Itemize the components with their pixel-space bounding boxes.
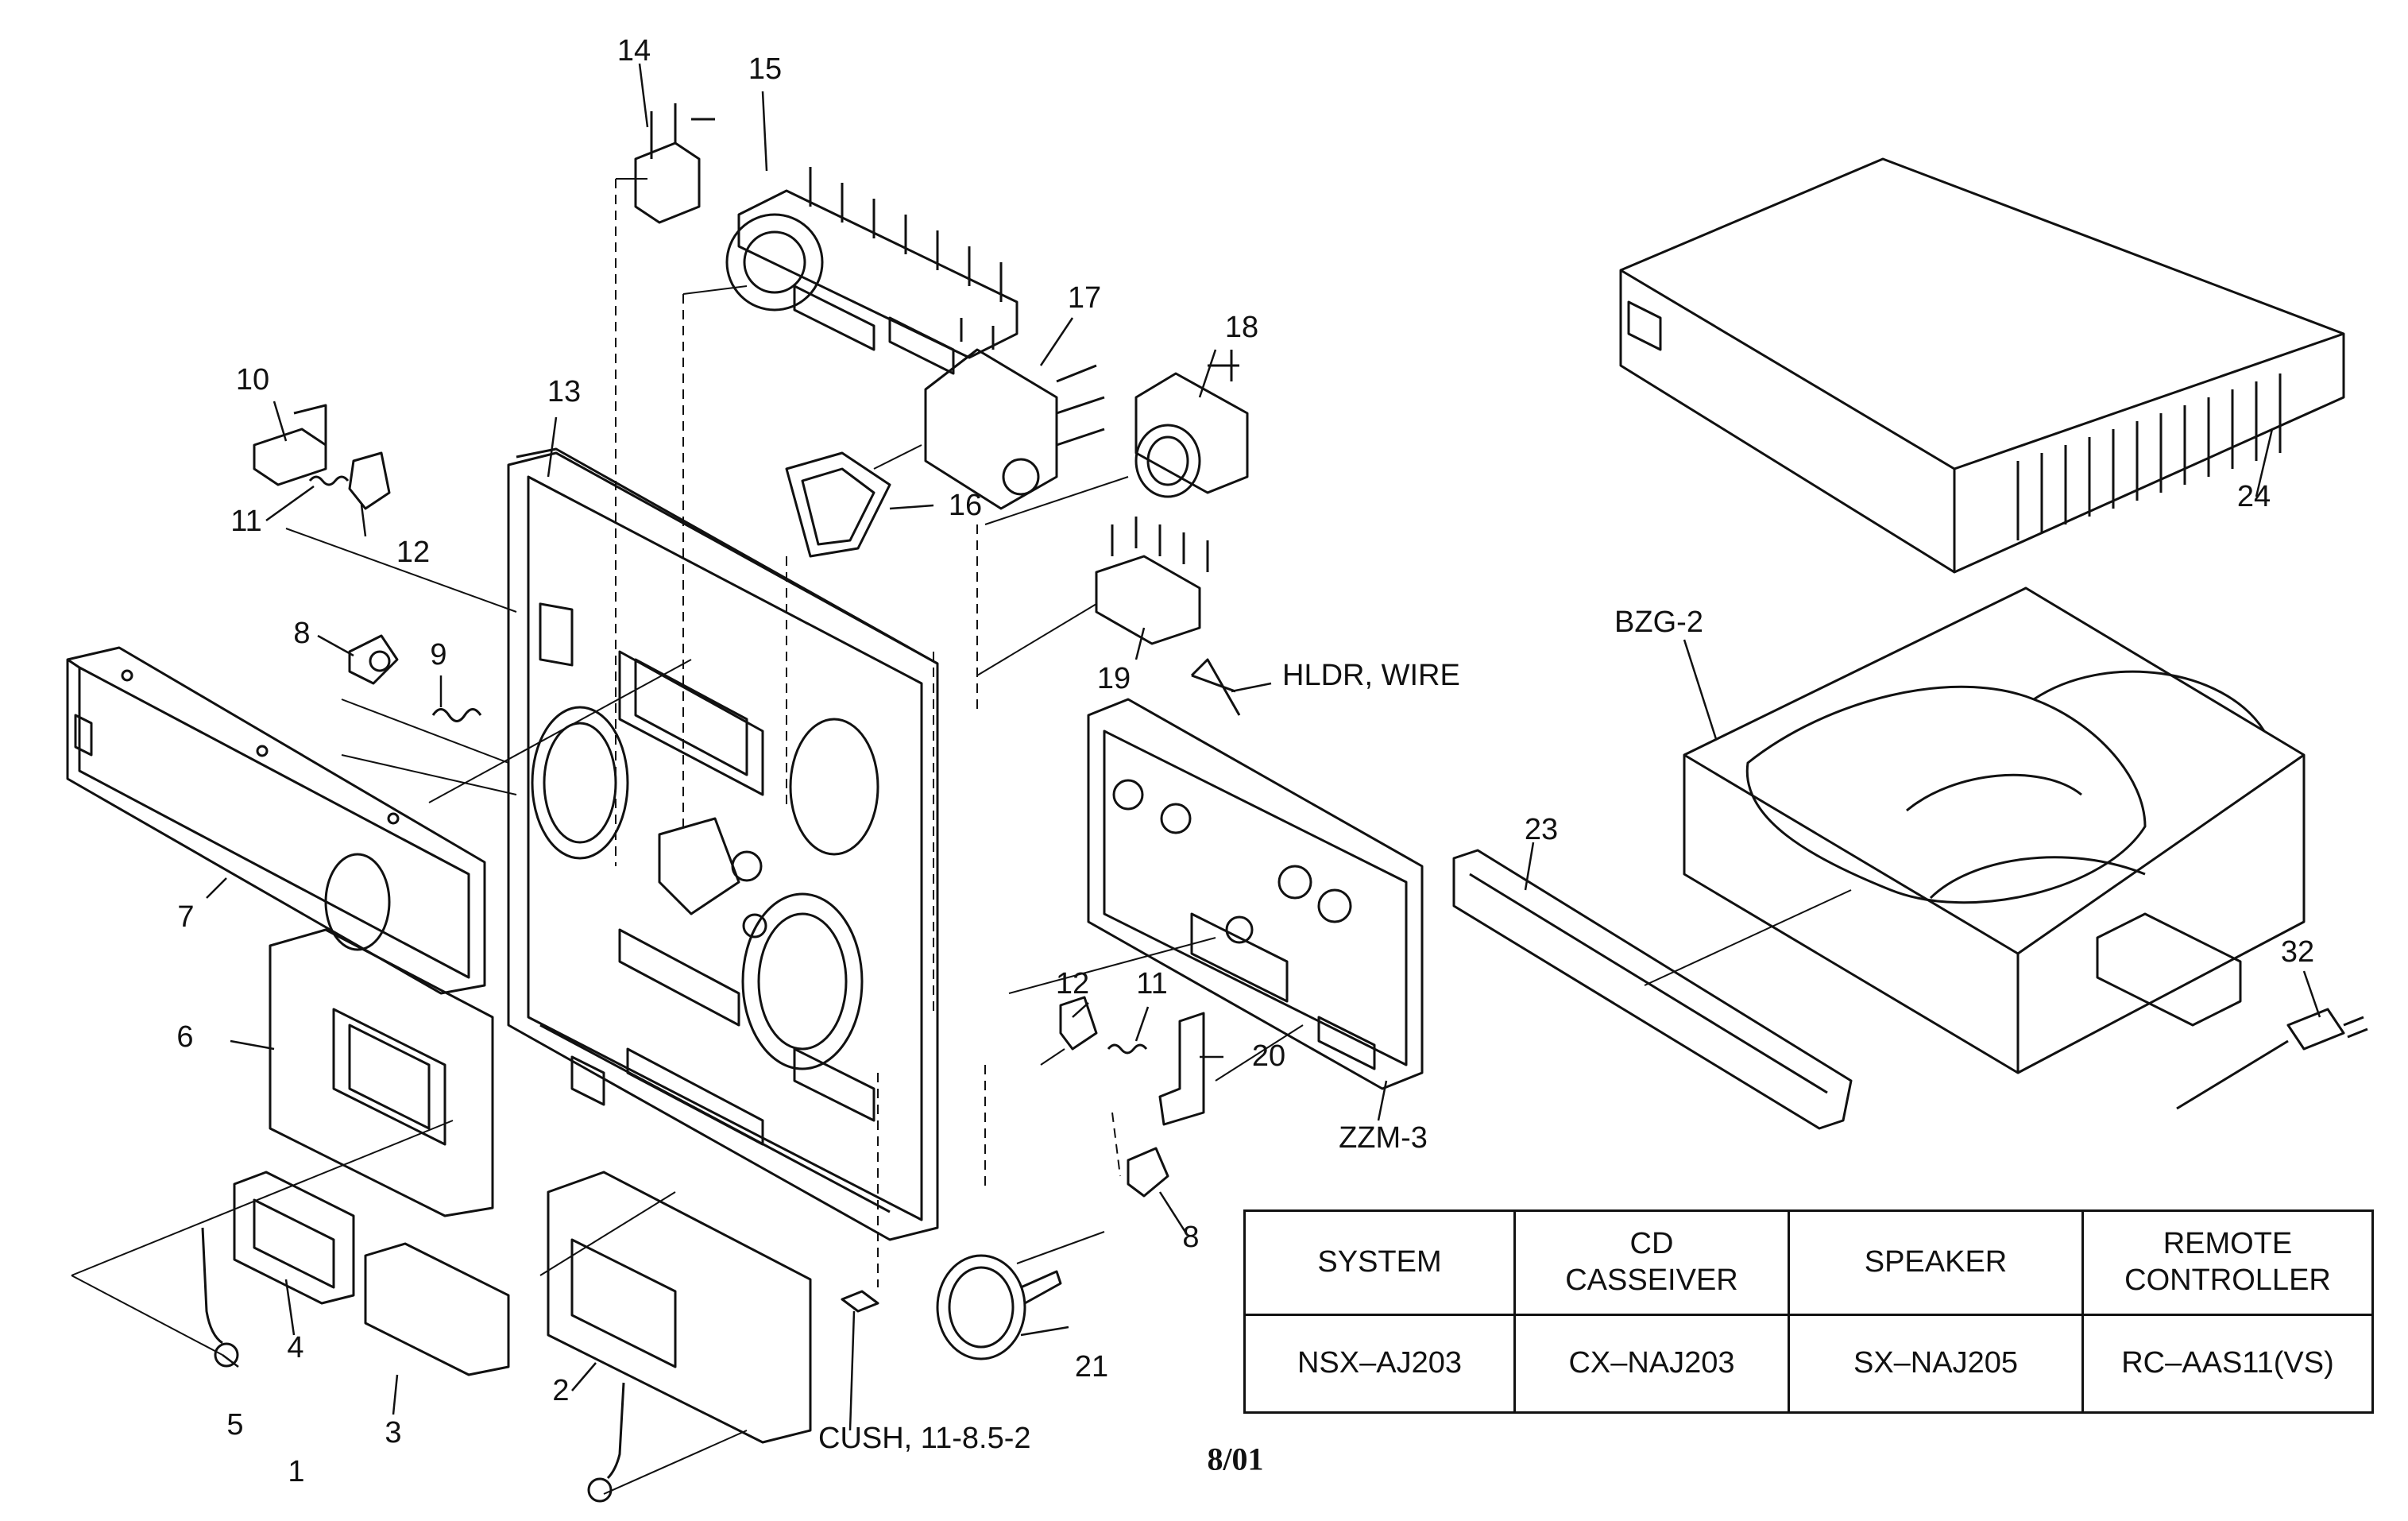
label-part-14: 14 (616, 34, 651, 68)
lever-10 (253, 404, 327, 486)
switch-14 (634, 103, 715, 224)
door-2 (547, 1171, 812, 1444)
header-system: SYSTEM (1243, 1209, 1516, 1316)
door-3 (364, 1242, 510, 1376)
model-table-header-row: SYSTEM CD CASSEIVER SPEAKER REMOTE CONTR… (1243, 1209, 2374, 1316)
model-table: SYSTEM CD CASSEIVER SPEAKER REMOTE CONTR… (1243, 1209, 2374, 1414)
label-part-32: 32 (2280, 935, 2315, 969)
label-part-16: 16 (948, 489, 983, 522)
header-cd-line1: CD (1629, 1227, 1674, 1261)
label-part-12-left: 12 (396, 536, 431, 569)
spring-1 (587, 1382, 625, 1503)
label-part-8-upper: 8 (293, 617, 311, 650)
label-part-11-left: 11 (230, 505, 262, 538)
value-cd: CX–NAJ203 (1513, 1314, 1790, 1414)
cabinet-cover-24 (1619, 157, 2345, 574)
label-part-8-lower: 8 (1182, 1221, 1200, 1254)
label-part-18: 18 (1224, 311, 1259, 344)
door-4 (233, 1171, 355, 1305)
header-remote-controller: REMOTE CONTROLLER (2081, 1209, 2374, 1316)
button-assembly-15 (725, 167, 1018, 375)
label-part-4: 4 (287, 1331, 304, 1364)
header-cd-line2: CASSEIVER (1565, 1264, 1738, 1297)
spring-11-right (1107, 1043, 1148, 1055)
label-part-12-right: 12 (1055, 967, 1090, 1000)
label-part-10: 10 (235, 363, 270, 397)
label-part-3: 3 (385, 1416, 402, 1449)
label-part-20: 20 (1251, 1039, 1286, 1073)
label-part-15: 15 (748, 52, 783, 86)
plate-20 (1158, 1012, 1205, 1126)
label-part-23: 23 (1524, 813, 1559, 846)
value-remote: RC–AAS11(VS) (2081, 1314, 2374, 1414)
label-cush: CUSH, 11-8.5-2 (818, 1422, 1031, 1455)
label-part-21: 21 (1074, 1350, 1109, 1384)
label-part-6: 6 (176, 1020, 194, 1054)
header-remote-line2: CONTROLLER (2124, 1264, 2331, 1297)
header-remote-line1: REMOTE (2163, 1227, 2293, 1261)
label-part-11-right: 11 (1136, 967, 1168, 1000)
knob-8-lower (1127, 1147, 1169, 1198)
header-speaker: SPEAKER (1788, 1209, 2084, 1316)
label-hldr-wire: HLDR, WIRE (1282, 659, 1460, 692)
spring-11 (308, 475, 350, 486)
power-cord-32 (2176, 1008, 2368, 1110)
model-table-value-row: NSX–AJ203 CX–NAJ203 SX–NAJ205 RC–AAS11(V… (1243, 1314, 2374, 1414)
escutcheon-7 (66, 646, 486, 995)
label-bzg-2: BZG-2 (1614, 606, 1703, 639)
label-part-19: 19 (1096, 662, 1131, 695)
trim-bar-23 (1452, 849, 1853, 1130)
knob-21 (936, 1254, 1062, 1360)
holder-18 (1134, 350, 1249, 498)
mechanism-zzm3 (1087, 658, 1424, 1090)
lever-12 (348, 451, 391, 510)
switch-19 (1095, 517, 1209, 645)
label-part-2: 2 (552, 1374, 570, 1407)
spring-5 (201, 1227, 239, 1368)
cd-changer-bzg2 (1683, 586, 2306, 1074)
label-part-17: 17 (1067, 281, 1102, 315)
knob-8-upper (348, 634, 399, 685)
holder-17 (924, 318, 1105, 510)
label-part-13: 13 (547, 375, 582, 408)
clip-9 (431, 708, 482, 722)
label-part-7: 7 (177, 900, 195, 934)
value-system: NSX–AJ203 (1243, 1314, 1516, 1414)
cush-pad (841, 1290, 879, 1313)
label-part-1: 1 (288, 1455, 305, 1488)
label-part-24: 24 (2236, 480, 2271, 513)
label-part-5: 5 (226, 1408, 244, 1442)
bracket-16 (785, 451, 891, 558)
door-6 (269, 928, 494, 1217)
label-zzm-3: ZZM-3 (1339, 1121, 1428, 1155)
label-part-9: 9 (430, 638, 447, 671)
date-code: 8/01 (1207, 1441, 1264, 1477)
value-speaker: SX–NAJ205 (1788, 1314, 2084, 1414)
lever-12-right (1059, 996, 1098, 1051)
front-panel-13 (507, 447, 939, 1241)
header-cd-casseiver: CD CASSEIVER (1513, 1209, 1790, 1316)
